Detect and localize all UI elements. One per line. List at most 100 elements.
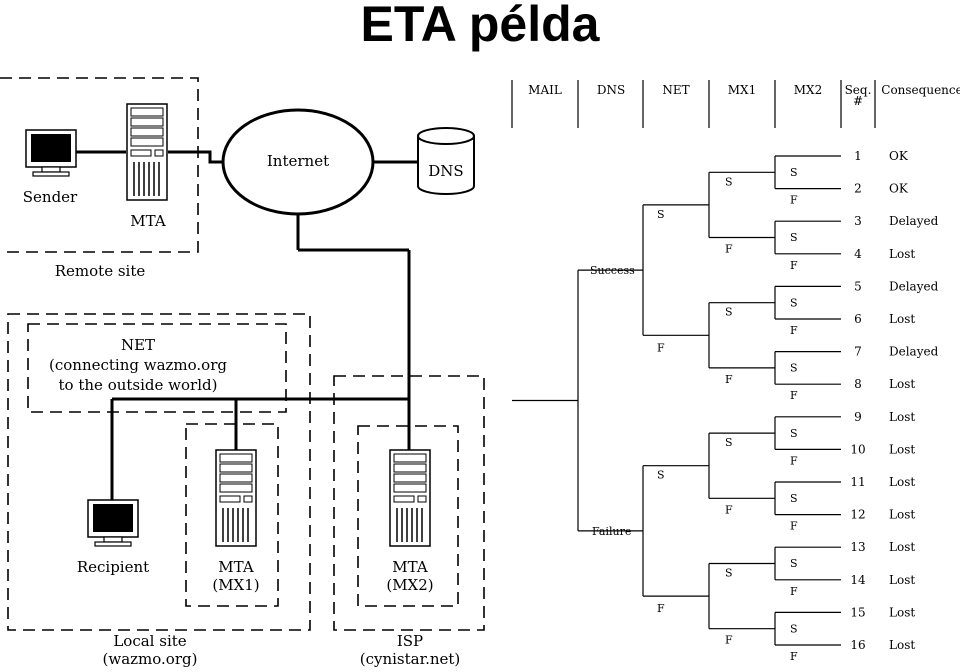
mx2-label-line2: (MX2) <box>386 576 433 594</box>
tree-column-header: DNS <box>597 83 625 97</box>
tree-success-label: S <box>790 362 798 375</box>
tree-consequence: Lost <box>889 247 915 261</box>
local-site-label-line1: Local site <box>113 632 186 650</box>
tree-sequence-number: 9 <box>854 410 862 424</box>
slide-title: ETA példa <box>360 0 600 52</box>
tree-failure-label: F <box>790 585 798 598</box>
tree-failure-label: F <box>790 650 798 663</box>
tree-success-label: S <box>790 622 798 635</box>
tree-column-header: MAIL <box>528 83 562 97</box>
tree-sequence-number: 5 <box>854 279 862 293</box>
tree-sequence-number: 13 <box>850 540 865 554</box>
isp-boundary <box>333 375 485 631</box>
tree-consequence: Lost <box>889 638 915 652</box>
tree-column-header: NET <box>662 83 689 97</box>
tree-column-header: Consequence <box>881 83 960 97</box>
tree-success-label: S <box>790 296 798 309</box>
network-diagram: Internet DNS Sender MTA Remote site NET … <box>0 77 485 668</box>
tree-sequence-number: 12 <box>850 508 865 522</box>
tree-consequence: Lost <box>889 573 915 587</box>
mta-internet-link <box>168 150 224 164</box>
tree-column-header: Seq. <box>845 83 872 97</box>
tree-consequence: Lost <box>889 410 915 424</box>
mx1-server-icon <box>215 449 257 547</box>
mx1-label-line1: MTA <box>218 558 254 576</box>
tree-column-header: MX1 <box>728 83 756 97</box>
tree-consequence: Delayed <box>889 214 939 228</box>
dns-cylinder <box>417 127 475 195</box>
mx1-label-line2: (MX1) <box>212 576 259 594</box>
tree-failure-label: F <box>790 259 798 272</box>
tree-failure-label: F <box>725 503 733 516</box>
tree-success-label: S <box>790 427 798 440</box>
tree-sequence-number: 2 <box>854 182 862 196</box>
remote-mta-server-icon <box>126 103 168 201</box>
event-tree-diagram: MAIL DNS NET MX1 MX2 Seq.# Consequence S F S F S F S… <box>511 80 960 663</box>
tree-failure-label: F <box>790 454 798 467</box>
recipient-label: Recipient <box>77 558 149 576</box>
tree-failure-label: F <box>790 324 798 337</box>
tree-column-header: MX2 <box>794 83 822 97</box>
tree-consequence: Delayed <box>889 279 939 293</box>
net-boundary <box>27 323 287 413</box>
tree-success-label: S <box>657 208 665 221</box>
tree-success-label: S <box>790 231 798 244</box>
remote-site-boundary <box>0 77 199 253</box>
internet-label: Internet <box>267 152 329 170</box>
mx2-server-icon <box>389 449 431 547</box>
tree-sequence-number: 7 <box>854 345 862 359</box>
tree-consequence: Delayed <box>889 345 939 359</box>
tree-consequence: OK <box>889 149 909 163</box>
tree-success-label: S <box>725 567 733 580</box>
tree-success-label: S <box>657 469 665 482</box>
net-box-label-line1: NET <box>121 336 155 354</box>
tree-sequence-number: 16 <box>850 638 865 652</box>
sender-monitor-icon <box>25 129 77 177</box>
tree-column-header: # <box>853 94 863 108</box>
tree-consequence: Lost <box>889 508 915 522</box>
tree-success-label: S <box>790 492 798 505</box>
local-site-label-line2: (wazmo.org) <box>103 650 198 668</box>
tree-failure-label: F <box>725 634 733 647</box>
tree-consequence: Lost <box>889 540 915 554</box>
tree-success-label: Success <box>590 264 635 277</box>
mx1-boundary <box>185 423 279 607</box>
tree-sequence-number: 11 <box>850 475 865 489</box>
tree-sequence-number: 15 <box>850 605 865 619</box>
tree-failure-label: F <box>725 373 733 386</box>
tree-consequence: Lost <box>889 377 915 391</box>
tree-consequence: Lost <box>889 442 915 456</box>
tree-sequence-number: 1 <box>854 149 862 163</box>
internet-cloud <box>221 108 375 216</box>
remote-mta-label: MTA <box>130 212 166 230</box>
tree-failure-label: F <box>657 341 665 354</box>
tree-failure-label: F <box>790 194 798 207</box>
tree-sequence-number: 4 <box>854 247 862 261</box>
net-box-label-line2: (connecting wazmo.org <box>49 356 227 374</box>
net-box-label-line3: to the outside world) <box>59 376 218 394</box>
tree-consequence: Lost <box>889 605 915 619</box>
tree-sequence-number: 10 <box>850 442 865 456</box>
dns-label: DNS <box>428 162 463 180</box>
tree-failure-label: F <box>657 602 665 615</box>
remote-site-label: Remote site <box>55 262 146 280</box>
tree-success-label: S <box>790 557 798 570</box>
tree-success-label: S <box>725 306 733 319</box>
tree-consequence: Lost <box>889 312 915 326</box>
isp-label-line2: (cynistar.net) <box>360 650 461 668</box>
tree-failure-label: F <box>790 389 798 402</box>
tree-sequence-number: 3 <box>854 214 862 228</box>
tree-sequence-number: 14 <box>850 573 866 587</box>
local-site-boundary <box>7 313 311 631</box>
mx2-label-line1: MTA <box>392 558 428 576</box>
tree-failure-label: F <box>725 243 733 256</box>
tree-sequence-number: 6 <box>854 312 862 326</box>
sender-label: Sender <box>23 188 78 206</box>
tree-sequence-number: 8 <box>854 377 862 391</box>
isp-label-line1: ISP <box>397 632 423 650</box>
tree-failure-label: F <box>790 520 798 533</box>
tree-success-label: S <box>790 166 798 179</box>
tree-failure-label: Failure <box>592 525 631 538</box>
tree-consequence: Lost <box>889 475 915 489</box>
tree-consequence: OK <box>889 182 909 196</box>
